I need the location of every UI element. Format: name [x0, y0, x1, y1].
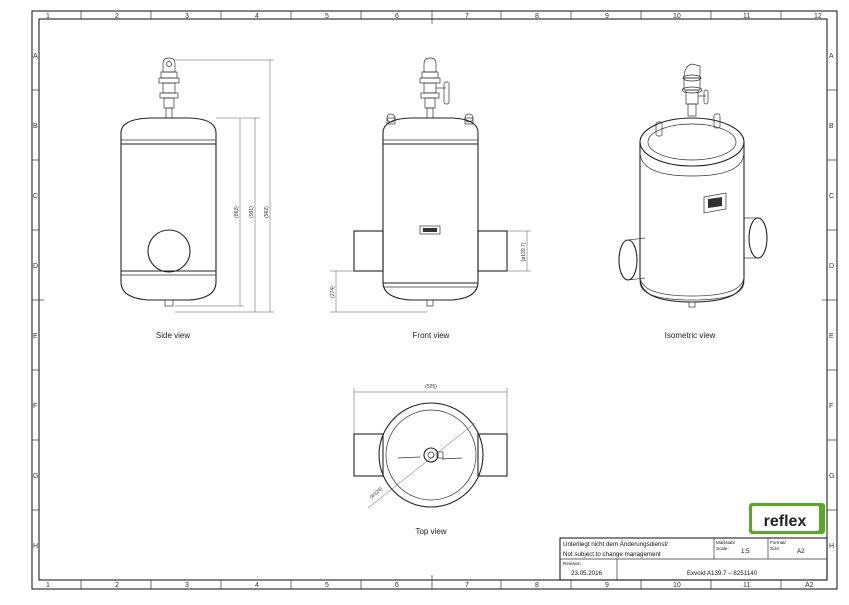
row-label-left-d: D: [33, 263, 38, 270]
col-label-top-6: 6: [395, 13, 399, 20]
front-view-label: Front view: [413, 331, 450, 340]
top-dimension-width: (525): [425, 384, 437, 390]
col-label-top-2: 2: [115, 13, 119, 20]
inner-frame: [38, 18, 828, 581]
col-label-bottom-2: 2: [115, 582, 119, 589]
col-label-bottom-1: 1: [46, 582, 50, 589]
side-dimension-3: (962): [264, 206, 270, 218]
top-dimension-diagonal: (ø324): [369, 486, 384, 500]
side-view-label: Side view: [156, 331, 190, 340]
title-block-lines: [559, 537, 828, 581]
format-value: A2: [797, 548, 805, 555]
row-label-right-f: F: [829, 403, 833, 410]
side-dimension-2: (991): [249, 206, 255, 218]
col-label-top-12: 12: [814, 13, 822, 20]
top-view-label: Top view: [415, 527, 446, 536]
row-ticks: [32, 89, 837, 511]
isometric-view-label: Isometric view: [665, 331, 716, 340]
col-label-top-9: 9: [605, 13, 609, 20]
col-label-bottom-9: 9: [605, 582, 609, 589]
row-label-right-h: H: [829, 543, 834, 550]
top-view-drawing: [353, 388, 508, 509]
row-label-left-b: B: [33, 123, 38, 130]
row-label-left-g: G: [33, 473, 38, 480]
side-dimension-1: (862): [234, 206, 240, 218]
col-label-bottom-10: 10: [673, 582, 681, 589]
revision-date: 23.05.2016: [571, 570, 603, 577]
side-view-drawing: [120, 57, 274, 313]
note-german: Unterliegt nicht dem Änderungsdienst/: [563, 541, 668, 548]
col-label-top-11: 11: [743, 13, 750, 20]
row-label-left-e: E: [33, 333, 38, 340]
row-label-left-a: A: [33, 53, 38, 60]
front-view-drawing: [330, 57, 531, 313]
col-label-top-7: 7: [465, 13, 469, 20]
note-english: Not subject to change management: [563, 551, 661, 558]
col-label-bottom-11: 11: [743, 582, 750, 589]
revision-label: Revision: [563, 561, 581, 566]
row-label-right-a: A: [829, 53, 834, 60]
corner-size-label: A2: [805, 582, 814, 589]
scale-label-en: Scale:: [716, 546, 729, 551]
row-label-right-c: C: [829, 193, 834, 200]
row-label-right-g: G: [829, 473, 834, 480]
reflex-logo: reflex: [749, 503, 825, 534]
part-name: Exvoid A139.7 – 8251140: [687, 570, 758, 577]
col-label-top-8: 8: [535, 13, 539, 20]
col-label-bottom-6: 6: [395, 582, 399, 589]
row-label-left-h: H: [33, 543, 38, 550]
col-label-bottom-7: 7: [465, 582, 469, 589]
logo-text: reflex: [764, 513, 807, 530]
col-label-top-10: 10: [673, 13, 681, 20]
col-label-bottom-4: 4: [255, 582, 259, 589]
format-label-en: Size:: [770, 546, 780, 551]
col-label-bottom-3: 3: [185, 582, 189, 589]
col-label-top-1: 1: [46, 13, 50, 20]
front-dimension-right: (ø139.7): [521, 242, 527, 261]
scale-label-de: Maßstab/: [716, 540, 736, 545]
row-label-right-e: E: [829, 333, 834, 340]
isometric-view-drawing: [618, 63, 768, 308]
front-dimension-left: (274): [330, 286, 336, 298]
scale-value: 1:5: [741, 548, 750, 555]
row-label-left-f: F: [33, 403, 37, 410]
column-ticks: [80, 11, 782, 589]
col-label-top-3: 3: [185, 13, 189, 20]
col-label-top-4: 4: [255, 13, 259, 20]
col-label-bottom-5: 5: [325, 582, 329, 589]
row-label-right-d: D: [829, 263, 834, 270]
row-label-left-c: C: [33, 193, 38, 200]
row-label-right-b: B: [829, 123, 834, 130]
col-label-top-5: 5: [325, 13, 329, 20]
col-label-bottom-8: 8: [535, 582, 539, 589]
format-label-de: Format/: [770, 540, 787, 545]
